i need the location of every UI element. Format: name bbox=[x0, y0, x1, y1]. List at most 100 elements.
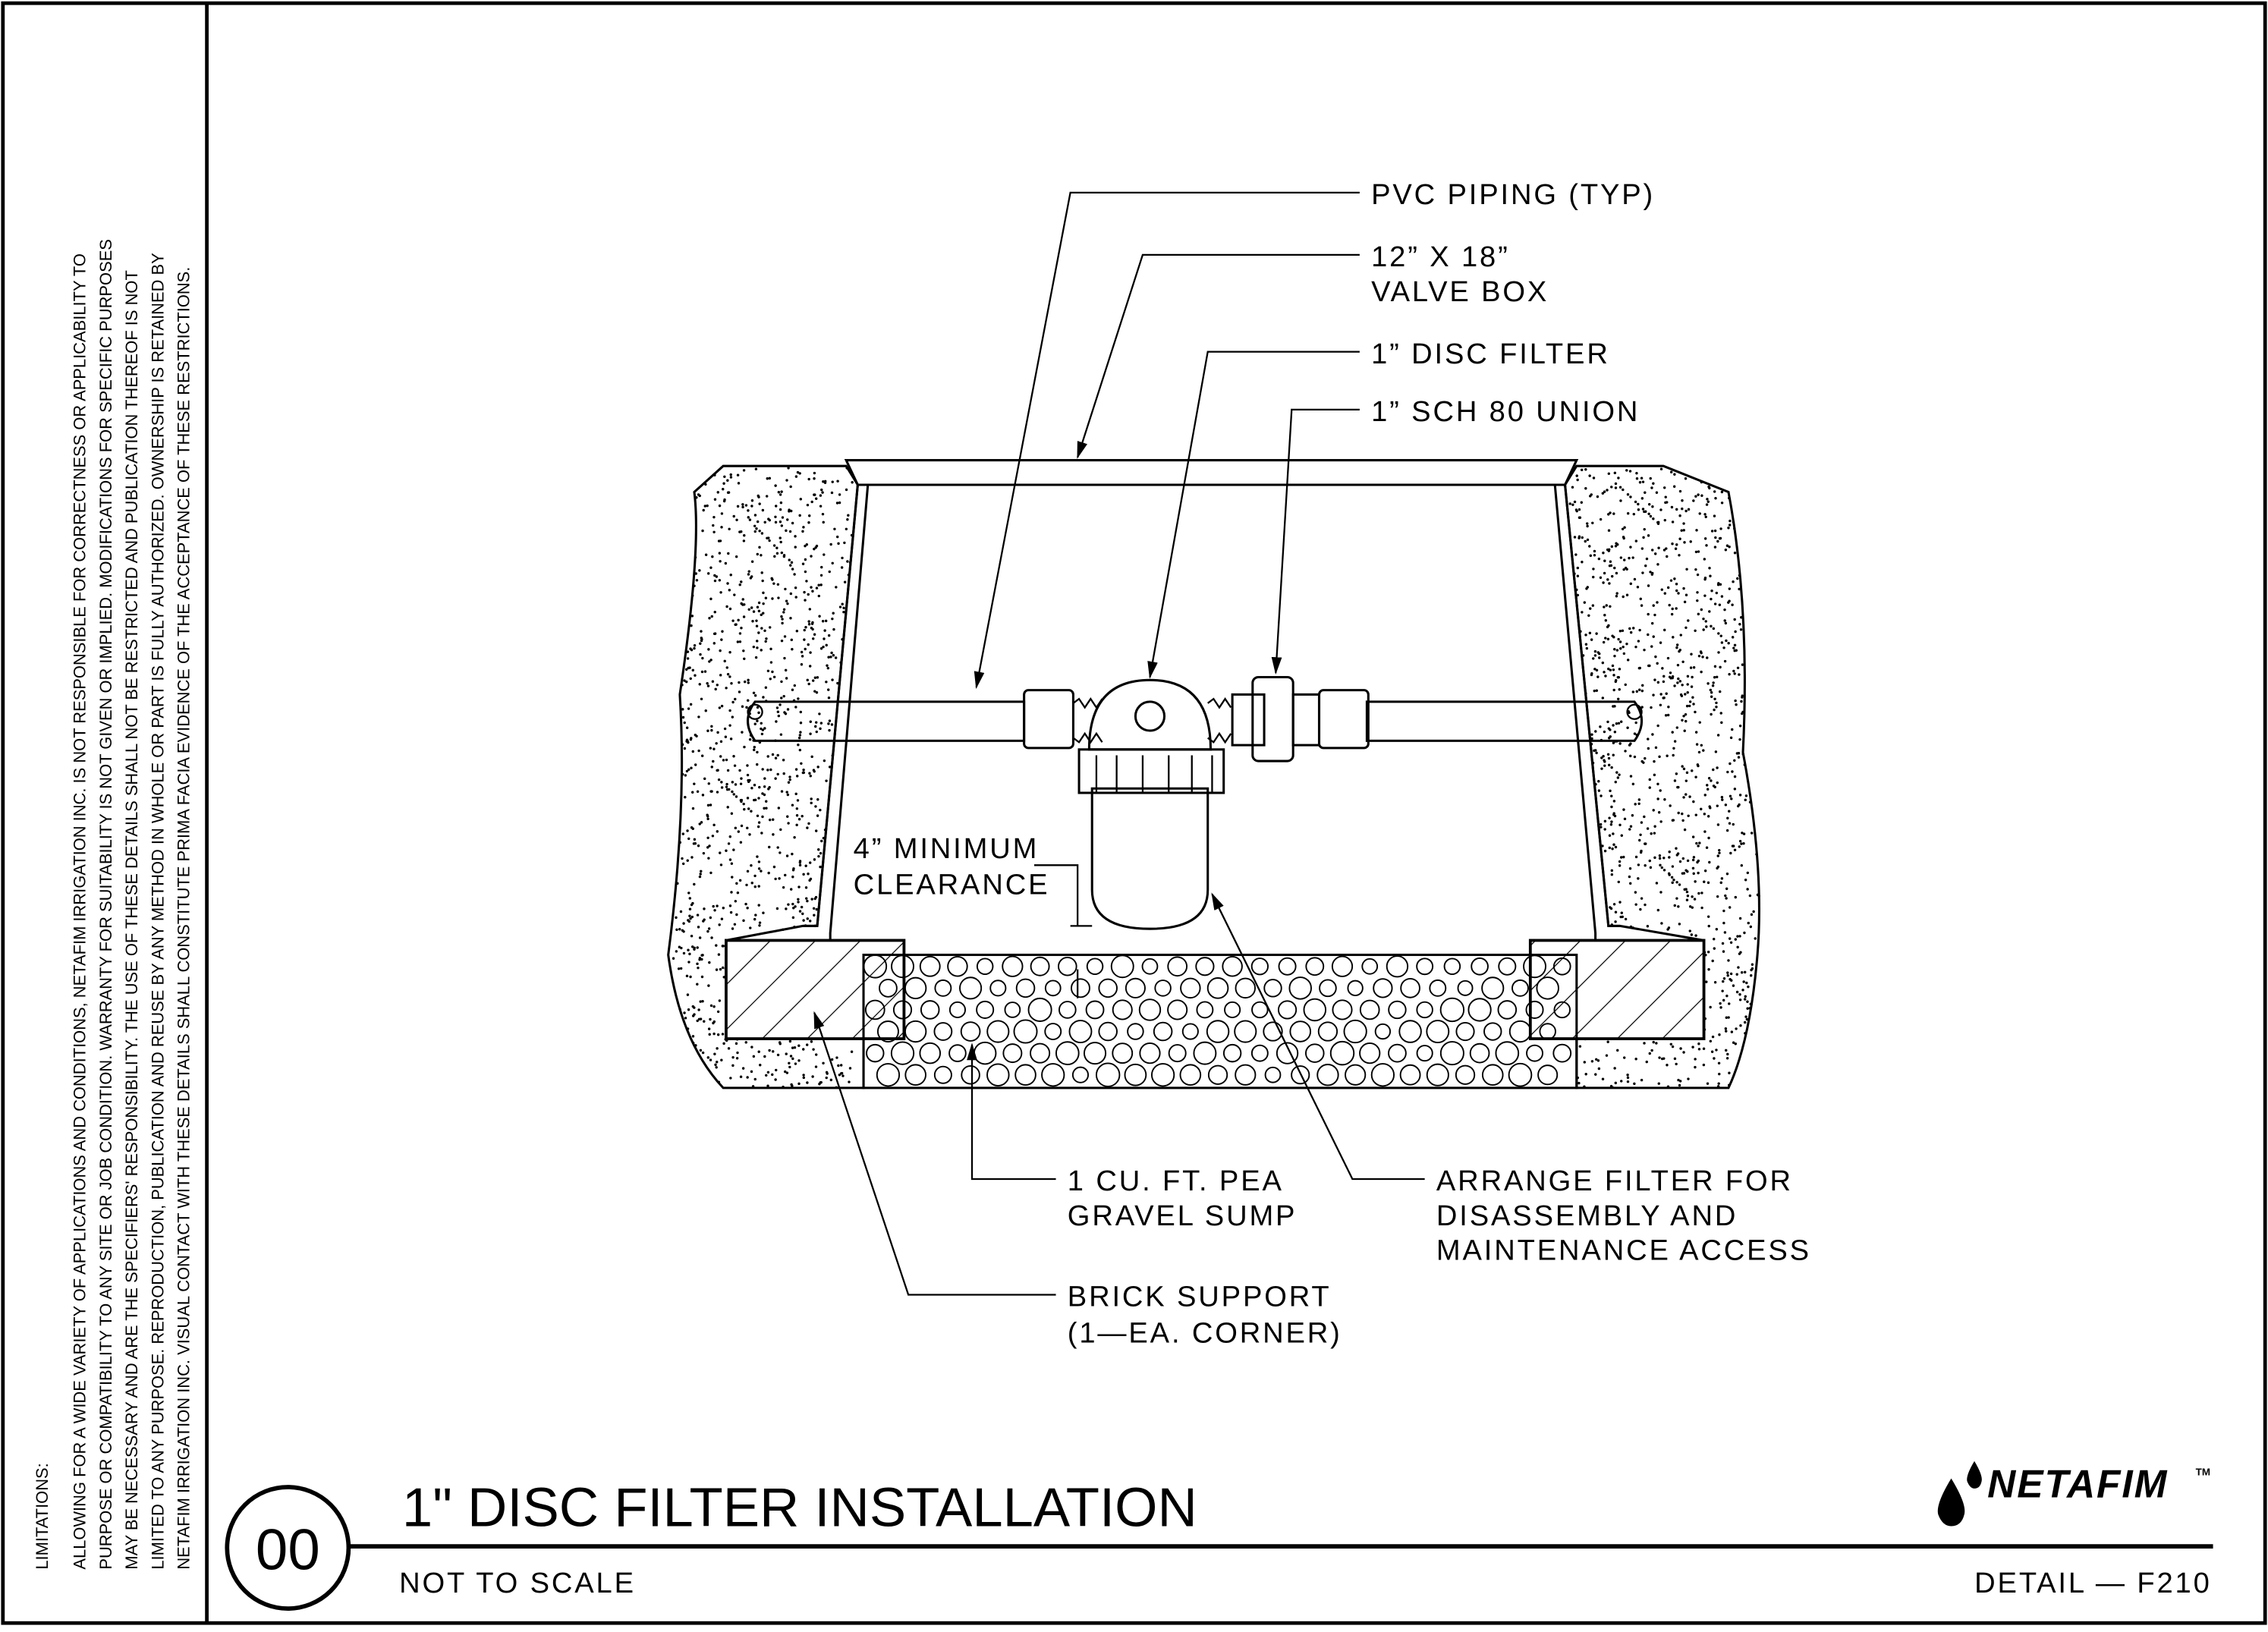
soil-stipple bbox=[1738, 737, 1741, 741]
soil-stipple bbox=[703, 777, 706, 781]
soil-stipple bbox=[810, 586, 813, 589]
soil-stipple bbox=[1710, 1050, 1714, 1053]
soil-stipple bbox=[814, 721, 818, 724]
soil-stipple bbox=[1640, 604, 1644, 607]
soil-stipple bbox=[735, 913, 738, 917]
soil-stipple bbox=[847, 514, 850, 517]
soil-stipple bbox=[1719, 583, 1722, 586]
soil-stipple bbox=[707, 648, 710, 651]
soil-stipple bbox=[1590, 733, 1593, 736]
soil-stipple bbox=[683, 1011, 686, 1014]
soil-stipple bbox=[1643, 510, 1646, 514]
soil-stipple bbox=[1619, 647, 1622, 650]
soil-stipple bbox=[1594, 1073, 1597, 1076]
soil-stipple bbox=[790, 509, 793, 513]
soil-stipple bbox=[1715, 591, 1719, 595]
soil-stipple bbox=[1728, 1002, 1731, 1005]
soil-stipple bbox=[699, 1017, 703, 1020]
gravel-stone bbox=[1139, 1042, 1161, 1064]
soil-stipple bbox=[746, 797, 750, 800]
soil-stipple bbox=[1614, 910, 1618, 913]
soil-stipple bbox=[689, 975, 692, 979]
soil-stipple bbox=[703, 1020, 706, 1023]
soil-stipple bbox=[1602, 552, 1605, 555]
soil-stipple bbox=[813, 770, 816, 773]
soil-stipple bbox=[1748, 800, 1752, 803]
soil-stipple bbox=[712, 1032, 716, 1036]
soil-stipple bbox=[787, 467, 790, 470]
soil-stipple bbox=[716, 830, 719, 833]
soil-stipple bbox=[1592, 657, 1595, 660]
soil-stipple bbox=[1705, 544, 1708, 547]
soil-stipple bbox=[1599, 725, 1602, 728]
soil-stipple bbox=[736, 473, 740, 476]
soil-stipple bbox=[741, 505, 744, 509]
soil-stipple bbox=[1713, 697, 1716, 700]
soil-stipple bbox=[725, 605, 728, 608]
soil-stipple bbox=[819, 505, 823, 508]
soil-stipple bbox=[760, 649, 763, 652]
soil-stipple bbox=[1728, 906, 1732, 909]
gravel-stone bbox=[1013, 1019, 1038, 1044]
soil-stipple bbox=[782, 611, 785, 614]
soil-stipple bbox=[836, 480, 839, 483]
soil-stipple bbox=[1613, 566, 1616, 570]
soil-stipple bbox=[726, 491, 730, 494]
soil-stipple bbox=[681, 772, 684, 776]
soil-stipple bbox=[1692, 856, 1696, 859]
soil-stipple bbox=[817, 594, 821, 598]
soil-stipple bbox=[804, 558, 807, 561]
soil-stipple bbox=[1728, 937, 1732, 940]
soil-stipple bbox=[756, 763, 759, 766]
soil-stipple bbox=[1681, 684, 1684, 687]
soil-stipple bbox=[799, 498, 803, 501]
soil-stipple bbox=[711, 680, 715, 683]
soil-stipple bbox=[795, 629, 799, 633]
soil-stipple bbox=[1700, 744, 1703, 747]
soil-stipple bbox=[1723, 619, 1726, 622]
soil-stipple bbox=[714, 1063, 717, 1067]
soil-stipple bbox=[725, 666, 728, 669]
soil-stipple bbox=[794, 768, 798, 771]
soil-stipple bbox=[1724, 894, 1727, 898]
soil-stipple bbox=[739, 782, 743, 785]
soil-stipple bbox=[1682, 1051, 1685, 1054]
gravel-stone bbox=[1455, 1064, 1476, 1085]
soil-stipple bbox=[828, 728, 831, 732]
soil-stipple bbox=[698, 683, 701, 686]
pipe-fitting-left bbox=[1023, 689, 1074, 750]
soil-stipple bbox=[1620, 911, 1624, 914]
gravel-stone bbox=[1332, 999, 1353, 1020]
soil-stipple bbox=[758, 921, 762, 924]
soil-stipple bbox=[755, 624, 759, 627]
soil-stipple bbox=[1607, 667, 1610, 671]
soil-stipple bbox=[1675, 589, 1678, 593]
soil-stipple bbox=[690, 791, 694, 794]
soil-stipple bbox=[694, 763, 697, 766]
soil-stipple bbox=[1677, 811, 1680, 815]
soil-stipple bbox=[720, 526, 723, 529]
soil-stipple bbox=[1681, 499, 1684, 502]
soil-stipple bbox=[1706, 1082, 1710, 1085]
soil-stipple bbox=[790, 638, 794, 642]
gravel-sump bbox=[862, 953, 1578, 1090]
soil-stipple bbox=[1662, 680, 1666, 684]
soil-stipple bbox=[1662, 857, 1666, 860]
soil-stipple bbox=[1682, 715, 1685, 718]
gravel-stone bbox=[1278, 957, 1297, 976]
soil-stipple bbox=[1616, 1049, 1619, 1052]
soil-stipple bbox=[1654, 655, 1657, 659]
soil-stipple bbox=[829, 656, 832, 659]
soil-stipple bbox=[811, 679, 815, 682]
soil-stipple bbox=[791, 568, 794, 571]
soil-stipple bbox=[1590, 1060, 1594, 1063]
label-brick-support: (1—EA. CORNER) bbox=[1068, 1316, 1342, 1349]
gravel-stone bbox=[947, 956, 968, 977]
soil-stipple bbox=[1708, 567, 1711, 570]
soil-stipple bbox=[1628, 875, 1631, 879]
soil-stipple bbox=[703, 918, 706, 921]
soil-stipple bbox=[739, 1075, 743, 1078]
soil-stipple bbox=[794, 905, 797, 908]
gravel-stone bbox=[1399, 1064, 1421, 1086]
soil-stipple bbox=[771, 1073, 774, 1077]
